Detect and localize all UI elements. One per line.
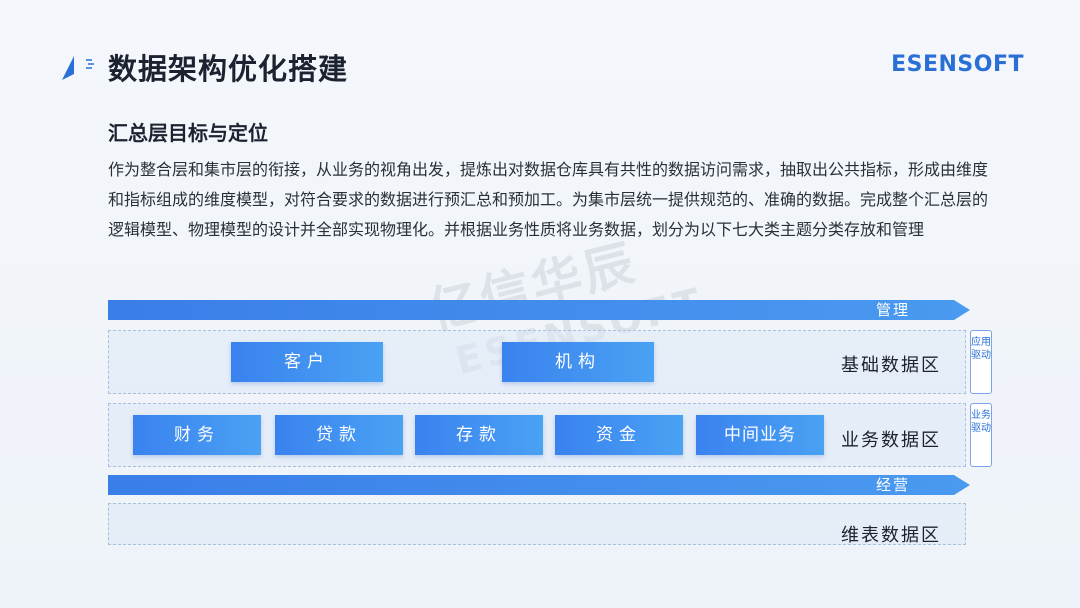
box-loan: 贷款 [275,415,403,455]
zone-basic-data: 客户 机构 基础数据区 [108,330,966,394]
zone-dimension-data: 维表数据区 [108,503,966,546]
arrow-right-icon [108,475,970,495]
arrow-right-icon [108,300,970,320]
page-title: 数据架构优化搭建 [108,52,349,86]
box-institution: 机构 [502,342,654,382]
box-funds: 资金 [555,415,683,455]
logo-mark-icon [62,56,94,80]
arrow-label: 经营 [875,476,910,494]
arrow-label: 管理 [875,301,910,319]
brand-logo: ESENSOFT [891,52,1024,77]
arrow-management: 管理 [108,300,970,320]
zone-label: 业务数据区 [841,430,941,451]
side-tag-business-driven: 业务驱动 [970,403,992,467]
section-subtitle: 汇总层目标与定位 [108,121,268,145]
side-tag-app-driven: 应用驱动 [970,330,992,394]
box-finance: 财务 [133,415,261,455]
zone-label: 维表数据区 [841,525,941,546]
box-deposit: 存款 [415,415,543,455]
arrow-operation: 经营 [108,475,970,495]
section-paragraph: 作为整合层和集市层的衔接，从业务的视角出发，提炼出对数据仓库具有共性的数据访问需… [108,160,989,239]
box-customer: 客户 [231,342,383,382]
box-intermediary: 中间业务 [696,415,824,455]
zone-business-data: 财务 贷款 存款 资金 中间业务 业务数据区 [108,403,966,467]
zone-label: 基础数据区 [841,355,941,376]
